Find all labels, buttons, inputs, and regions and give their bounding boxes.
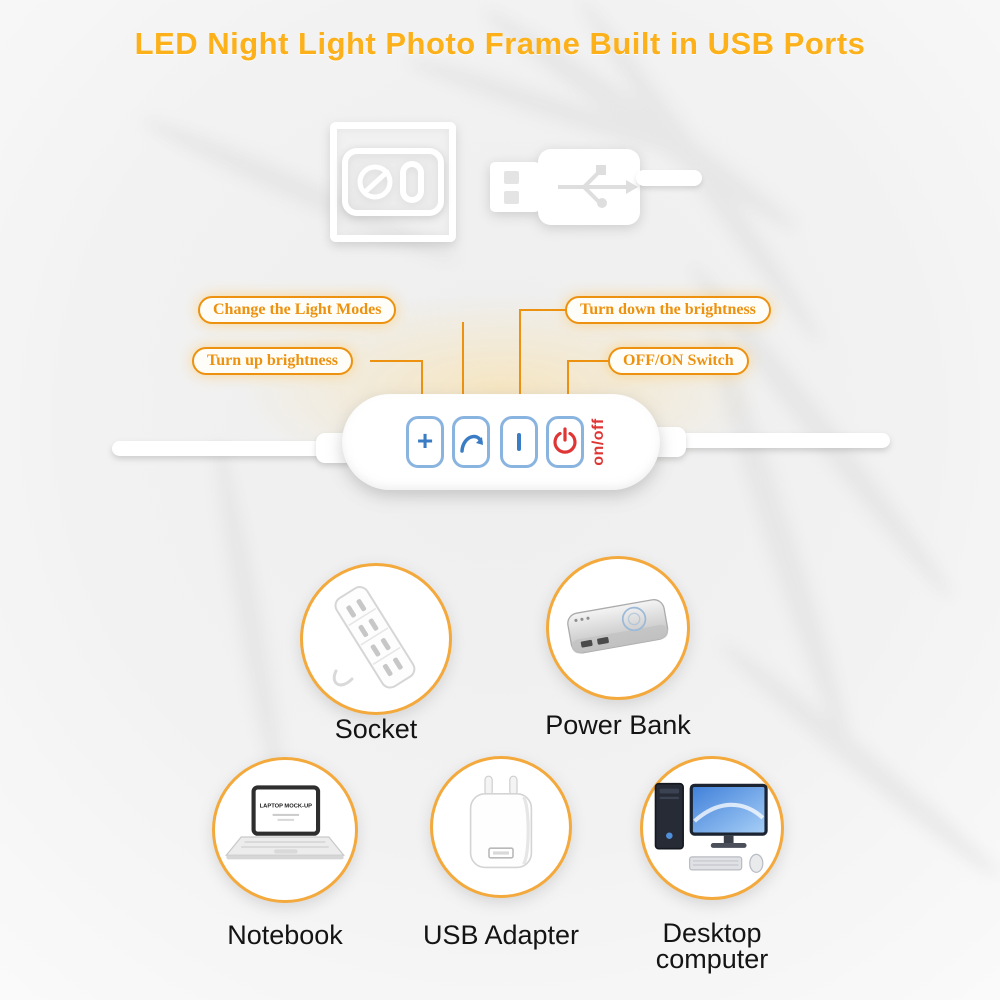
connector-line <box>519 309 567 311</box>
socket-circle <box>300 563 452 715</box>
power-button <box>546 416 584 468</box>
brightness-up-button: + <box>406 416 444 468</box>
usb-wall-charger-icon <box>469 775 533 869</box>
plus-icon: + <box>416 424 434 456</box>
callout-turn-down-brightness: Turn down the brightness <box>565 296 771 324</box>
usb-port-frame <box>330 122 456 242</box>
cable-right <box>678 433 890 448</box>
callout-off-on-switch: OFF/ON Switch <box>608 347 749 375</box>
brightness-down-button <box>500 416 538 468</box>
device-label-desktop-computer: Desktop computer <box>655 918 769 974</box>
minus-bar-icon <box>517 433 521 451</box>
page-title: LED Night Light Photo Frame Built in USB… <box>134 26 866 61</box>
desktop-pc-icon <box>654 782 768 873</box>
power-strip-icon <box>332 586 416 689</box>
light-mode-button <box>452 416 490 468</box>
usb-cable <box>636 170 702 186</box>
cable-left <box>112 441 328 456</box>
connector-line <box>370 360 423 362</box>
power-bank-circle <box>546 556 690 700</box>
callout-change-light-modes: Change the Light Modes <box>198 296 397 324</box>
device-label-socket: Socket <box>334 714 418 744</box>
connector-line <box>519 309 521 409</box>
usb-plug-icon <box>490 149 640 225</box>
callout-turn-up-brightness: Turn up brightness <box>192 347 354 375</box>
usb-adapter-circle <box>430 756 572 898</box>
curved-arrow-icon <box>460 434 483 453</box>
desktop-circle <box>640 756 784 900</box>
power-bank-icon <box>567 599 669 654</box>
laptop-icon: LAPTOP MOCK-UP <box>224 785 346 860</box>
connector-line <box>567 360 569 414</box>
device-label-power-bank: Power Bank <box>545 710 691 740</box>
connector-line <box>421 360 423 410</box>
laptop-screen-text: LAPTOP MOCK-UP <box>260 803 312 809</box>
power-icon <box>553 427 577 454</box>
device-label-usb-adapter: USB Adapter <box>422 920 580 950</box>
connector-line <box>567 360 610 362</box>
device-label-notebook: Notebook <box>227 920 343 950</box>
inline-remote-controller: + on/off <box>342 394 660 490</box>
usb-port-icon <box>342 148 444 216</box>
on-off-label: on/off <box>590 418 607 466</box>
notebook-circle: LAPTOP MOCK-UP <box>212 757 358 903</box>
connector-line <box>462 322 464 404</box>
